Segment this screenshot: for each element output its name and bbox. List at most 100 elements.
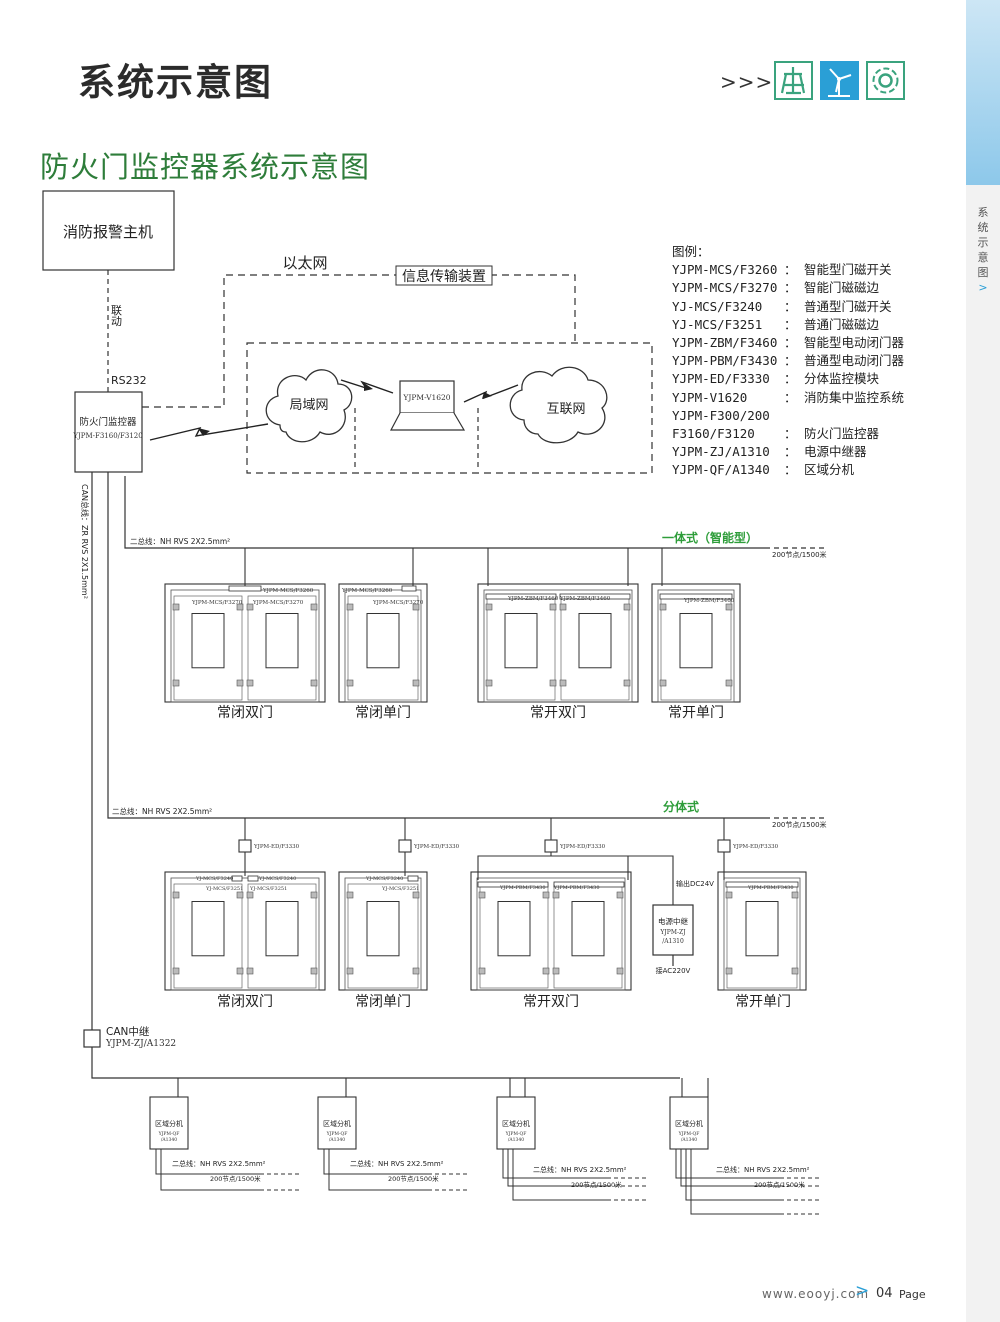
side-tab-char: 图 <box>977 266 989 279</box>
door-leaf <box>173 595 243 701</box>
hinge-icon <box>549 679 557 687</box>
page-number: 04 <box>876 1286 893 1301</box>
device-label: YJPM-MCS/F3260 <box>341 588 393 594</box>
alarm-bell-icon <box>866 61 905 100</box>
device-label: YJPM-MCS/F3270 <box>252 600 304 606</box>
zone-bus-line <box>512 1149 607 1201</box>
device-label: YJPM-PBM/F3430 <box>747 885 794 891</box>
can-bus <box>83 472 680 1079</box>
zone-unit-model: YJPM-QF <box>326 1131 348 1137</box>
legend-desc: ： 电源中继器 <box>784 444 867 460</box>
legend-row: YJ-MCS/F3251： 普通门磁磁边 <box>672 316 904 334</box>
hinge-icon <box>791 967 799 975</box>
zone-bus-line <box>685 1149 780 1201</box>
ethernet-label: 以太网 <box>282 254 327 272</box>
legend-desc: ： 智能型电动闭门器 <box>784 334 905 350</box>
diagram-title: 防火门监控器系统示意图 <box>40 150 371 184</box>
hinge-icon <box>485 679 493 687</box>
hinge-icon <box>616 967 624 975</box>
door-window <box>191 901 225 957</box>
wireless-bolt-fill <box>198 383 492 436</box>
hinge-icon <box>172 679 180 687</box>
hinge-icon <box>412 891 420 899</box>
door-closer-icon <box>485 593 557 600</box>
door-type-label: 常闭单门 <box>355 705 411 721</box>
fire-icon <box>774 61 813 100</box>
hinge-icon <box>346 967 354 975</box>
lan-label: 局域网 <box>289 398 328 413</box>
hinge-icon <box>310 967 318 975</box>
legend-desc: ： 消防集中监控系统 <box>784 389 905 405</box>
hinge-icon <box>246 891 254 899</box>
legend-model: YJPM-QF/A1340 <box>672 462 770 478</box>
hinge-icon <box>725 603 733 611</box>
door-window <box>679 613 713 669</box>
zone-bus-label: 二总线：NH RVS 2X2.5mm² <box>172 1159 266 1168</box>
device-label: YJPM-PBM/F3430 <box>553 885 600 891</box>
bus2 <box>107 472 828 819</box>
legend-desc: ： 防火门监控器 <box>784 425 880 441</box>
hinge-icon <box>478 967 486 975</box>
hinge-icon <box>172 891 180 899</box>
zone-unit-box <box>317 1096 357 1150</box>
door-window <box>504 613 538 669</box>
hinge-icon <box>346 679 354 687</box>
ac-input-label: 接AC220V <box>656 966 691 975</box>
legend-desc: ： 普通型电动闭门器 <box>784 353 905 369</box>
power-relay-box <box>652 904 694 956</box>
door-window <box>265 613 299 669</box>
hinge-icon <box>412 603 420 611</box>
module-label: YJPM-ED/F3330 <box>253 844 300 850</box>
door-type-label: 常闭双门 <box>217 705 273 721</box>
laptop-icon <box>390 380 466 431</box>
side-tab[interactable]: 系 统 示 意 图 > <box>966 0 1000 1322</box>
door-window <box>571 901 605 957</box>
legend-model: YJPM-ED/F3330 <box>672 371 770 387</box>
door-leaf <box>173 883 243 989</box>
door-type-label: 常开双门 <box>523 994 579 1010</box>
hinge-icon <box>725 679 733 687</box>
door-leaf <box>247 595 317 701</box>
hinge-icon <box>552 891 560 899</box>
legend-model: YJPM-V1620 <box>672 389 748 405</box>
hinge-icon <box>542 967 550 975</box>
legend-desc: ： 智能门磁磁边 <box>784 280 880 296</box>
zone-bus-label: 二总线：NH RVS 2X2.5mm² <box>716 1165 810 1174</box>
legend-desc: ： 区域分机 <box>784 462 855 478</box>
hinge-icon <box>236 679 244 687</box>
legend-desc: ： 智能型门磁开关 <box>784 262 892 278</box>
hinge-icon <box>549 603 557 611</box>
hinge-icon <box>346 891 354 899</box>
zone-bus-line <box>155 1149 260 1175</box>
door-inner-frame <box>170 877 320 991</box>
zone-unit-model: /A1340 <box>508 1137 524 1143</box>
device-label: YJPM-ZBM/F3460 <box>683 598 735 604</box>
legend-model: F3160/F3120 <box>672 425 755 441</box>
door-window <box>191 613 225 669</box>
arrows-decoration: >>> <box>720 70 774 94</box>
lightning-icon <box>463 384 519 403</box>
door-type-label: 常开单门 <box>735 994 791 1010</box>
legend-row: YJPM-PBM/F3430： 普通型电动闭门器 <box>672 352 904 370</box>
footer-url[interactable]: www.eooyj.com <box>762 1287 870 1301</box>
zone-unit-label: 区域分机 <box>675 1119 703 1128</box>
door-closer-icon <box>659 593 733 600</box>
legend-row: YJPM-ED/F3330： 分体监控模块 <box>672 370 904 388</box>
zone-unit-model: /A1340 <box>329 1137 345 1143</box>
zone-unit-model: YJPM-QF <box>505 1131 527 1137</box>
zone-unit-label: 区域分机 <box>502 1119 530 1128</box>
hinge-icon <box>485 603 493 611</box>
hinge-icon <box>623 603 631 611</box>
door-window <box>497 901 531 957</box>
section2-type-label: 分体式 <box>663 799 699 814</box>
zone-nodes-label: 200节点/1500米 <box>754 1180 805 1189</box>
lightning-icon <box>149 423 269 441</box>
zone-bus-line <box>675 1149 780 1179</box>
page-word: Page <box>899 1288 926 1301</box>
legend-row: YJPM-V1620 ： 消防集中监控系统 <box>672 389 904 407</box>
legend-row: YJPM-ZBM/F3460： 智能型电动闭门器 <box>672 334 904 352</box>
hinge-icon <box>412 967 420 975</box>
door-window <box>578 613 612 669</box>
zone-bus-line <box>160 1149 260 1191</box>
